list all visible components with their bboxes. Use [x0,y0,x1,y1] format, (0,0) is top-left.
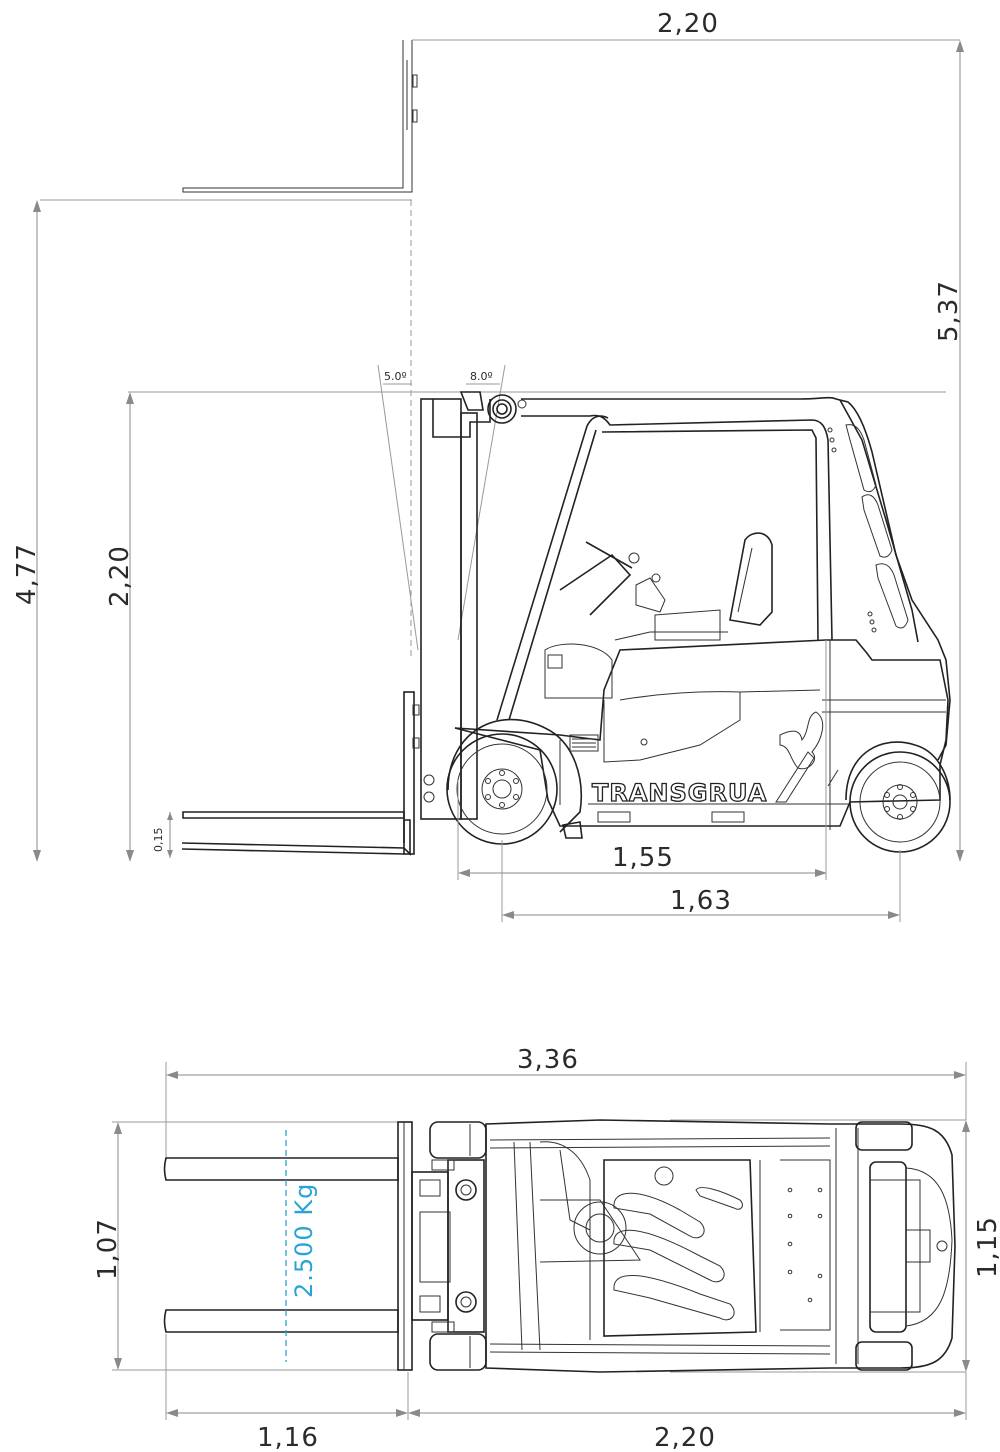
dimension-overall-length: 3,36 [165,1045,967,1160]
svg-text:1,55: 1,55 [612,843,674,873]
dimension-axle: 1,63 [502,886,900,919]
svg-text:1,63: 1,63 [670,886,732,916]
dimension-fork-length: 1,16 [165,1334,409,1452]
chassis: TRANSGRUA [454,639,949,830]
top-body [485,1119,956,1373]
dimension-body-length: 2,20 [408,1372,967,1452]
raised-carriage [40,39,960,201]
dimension-width-right: 1,15 [670,1119,1000,1373]
lowered-forks [181,691,435,856]
mast [420,391,527,820]
top-view: 3,36 1,07 1,15 2.500 K [93,1045,1000,1452]
svg-text:1,07: 1,07 [93,1218,123,1280]
svg-text:3,36: 3,36 [517,1045,579,1075]
svg-text:1,16: 1,16 [257,1423,319,1452]
capacity-label: 2.500 Kg [290,1183,318,1298]
dimension-lift-height: 4,77 [12,200,42,862]
top-length-label: 2,20 [657,9,719,39]
tilt-backward-label: 8.0º [470,370,493,383]
dimension-width-left: 1,07 [93,1121,404,1371]
top-forks [163,1121,413,1371]
top-mast [411,1159,485,1333]
dimension-wheelbase: 1,55 [458,843,827,877]
tilt-forward-label: 5.0º [384,370,407,383]
svg-text:5,37: 5,37 [934,280,964,342]
cab [496,396,951,761]
brand-logo: TRANSGRUA [592,779,767,807]
svg-text:1,15: 1,15 [973,1216,1000,1278]
side-view: TRANSGRUA [12,9,964,922]
svg-text:4,77: 4,77 [12,543,42,605]
dimension-mast-height: 2,20 [105,392,135,862]
svg-text:0,15: 0,15 [152,828,165,853]
front-wheel [446,718,583,845]
rear-wheel [845,741,951,853]
dimension-total-height: 5,37 [934,40,964,862]
top-front-wheels [429,1121,487,1371]
dimension-fork-gap: 0,15 [152,812,173,858]
svg-text:2,20: 2,20 [654,1423,716,1452]
svg-text:2,20: 2,20 [105,545,135,607]
